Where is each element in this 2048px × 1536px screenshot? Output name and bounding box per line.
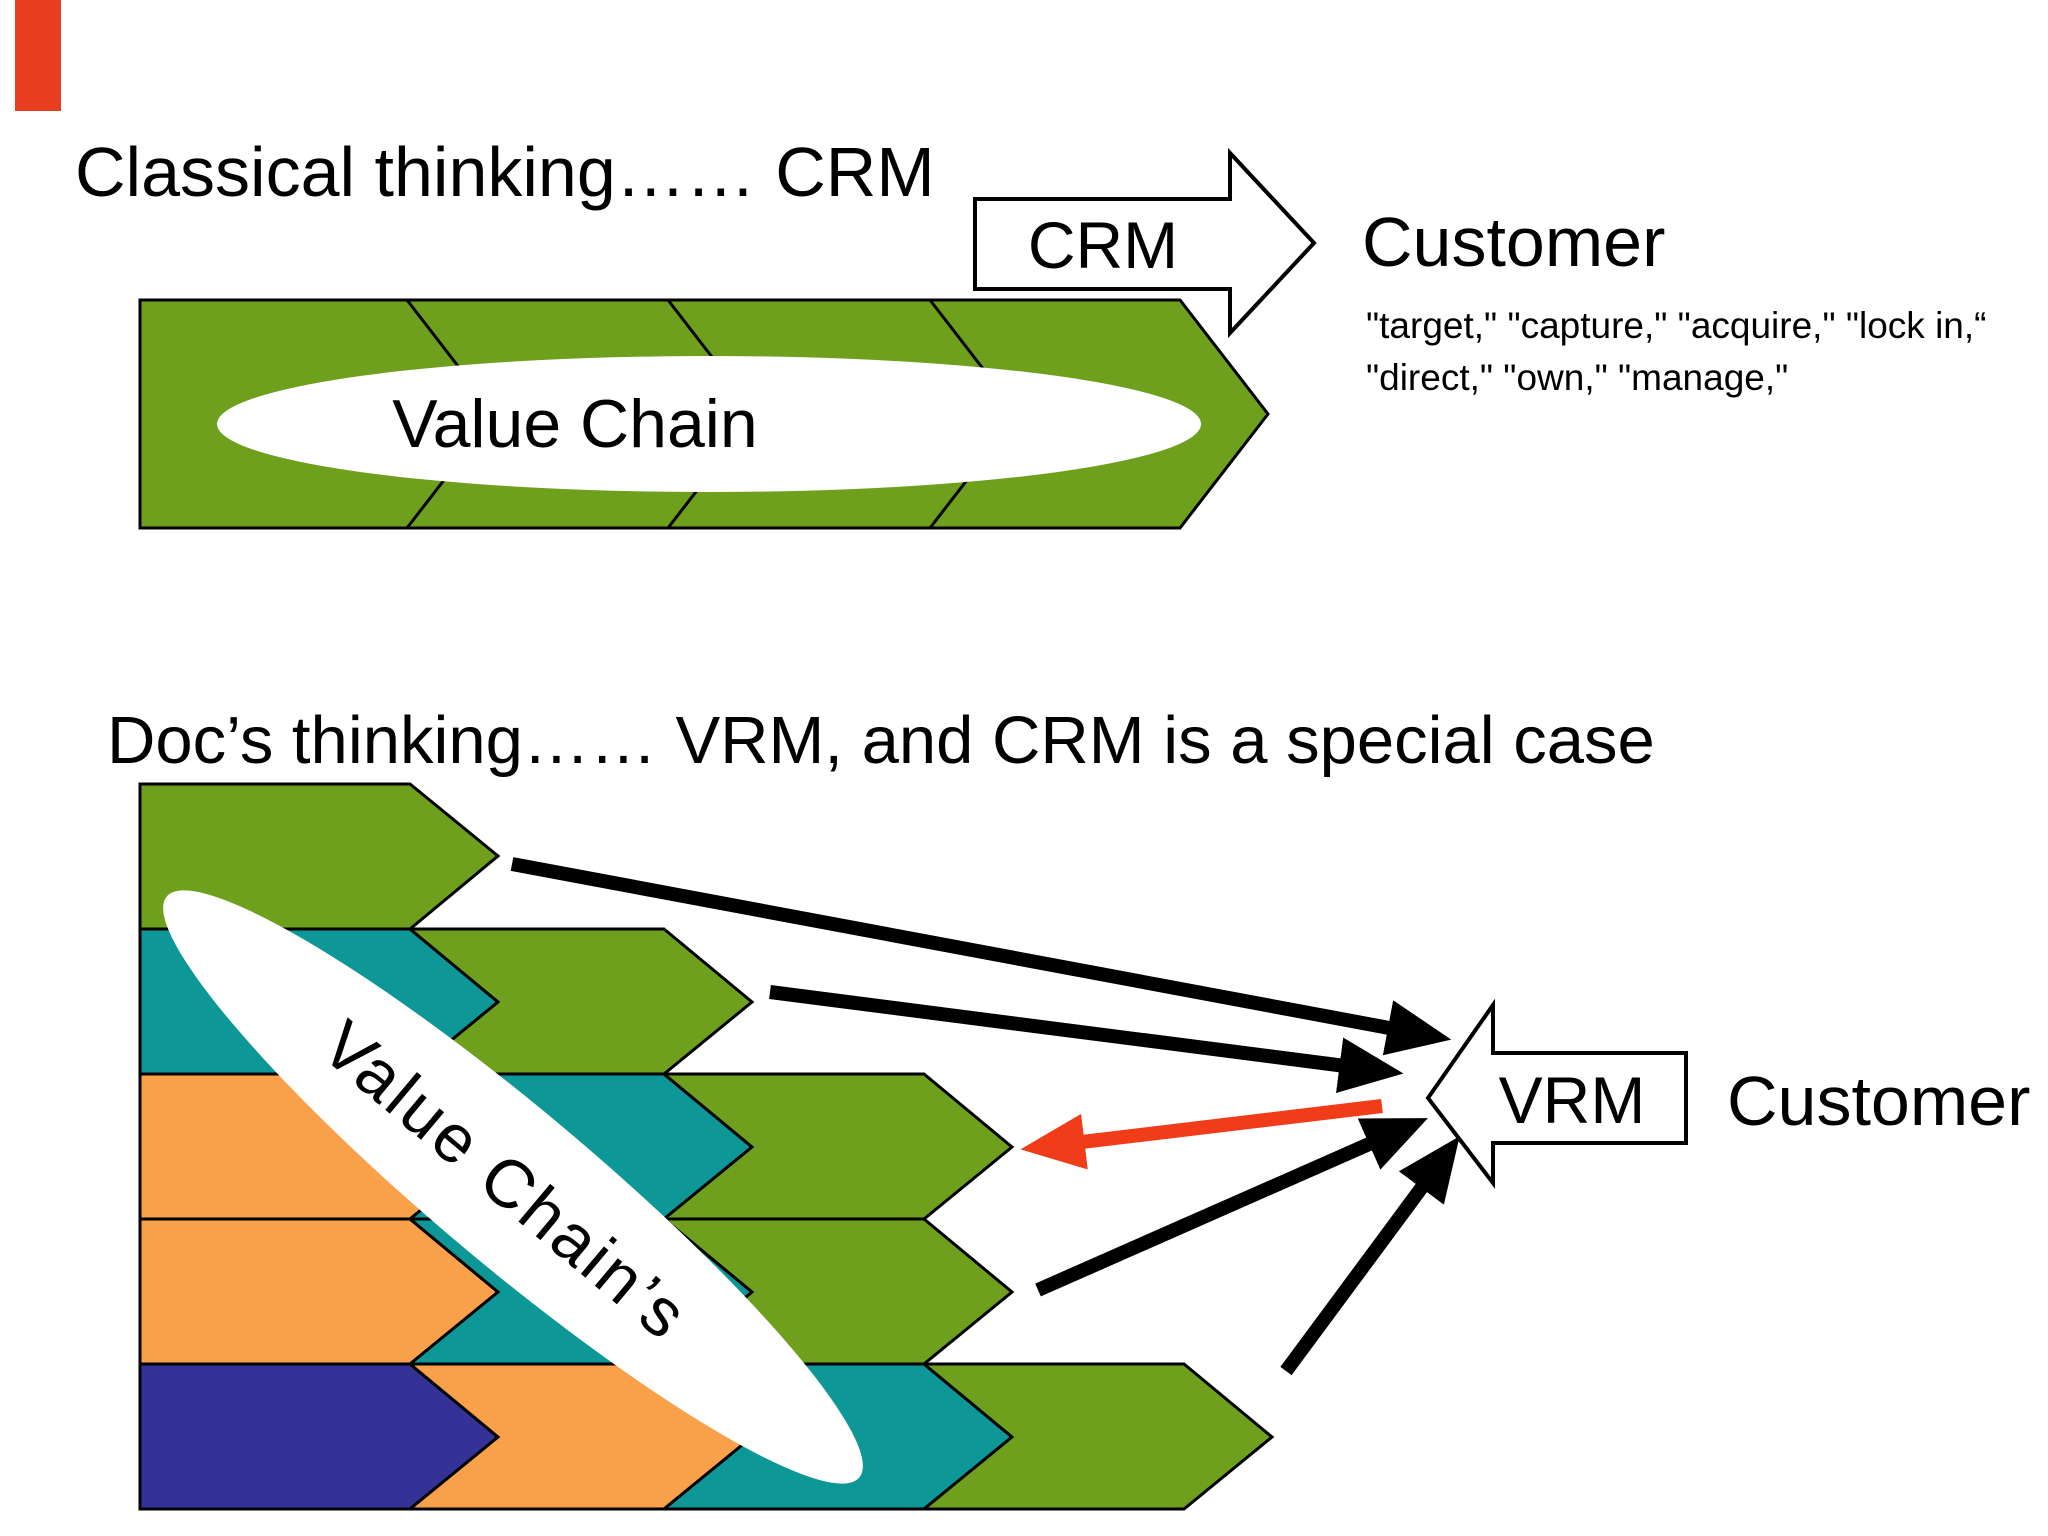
- red-corner-bar: [15, 0, 61, 111]
- crm-arrow-label: CRM: [1028, 208, 1178, 282]
- customer-label-top: Customer: [1362, 203, 1666, 281]
- chevron-row5-green: [919, 1362, 1275, 1511]
- crm-arrow: CRM: [973, 147, 1317, 339]
- crm-verbs-quotes: "target," "capture," "acquire," "lock in…: [1366, 300, 1986, 404]
- value-chains-ellipse: [163, 890, 863, 1484]
- crm-verbs-line-2: "direct," "own," "manage,": [1366, 356, 1789, 398]
- chevron-row1-green: [138, 782, 501, 931]
- vrm-arrow-label: VRM: [1499, 1063, 1646, 1137]
- vrm-arrow-shape: [1425, 998, 1688, 1189]
- customer-label-bottom: Customer: [1727, 1062, 2031, 1140]
- docs-thinking-title: Doc’s thinking…… VRM, and CRM is a speci…: [107, 703, 1655, 778]
- value-chain-ellipse: [217, 356, 1201, 492]
- flow-arrow-3: [1035, 1118, 1428, 1297]
- flow-arrow-1: [510, 857, 1452, 1056]
- vrm-flow-arrows: [510, 857, 1460, 1376]
- vrm-reachback-arrow: [1020, 1099, 1383, 1170]
- classical-value-chain-banner: Value Chain: [138, 298, 1270, 530]
- value-chain-label: Value Chain: [392, 386, 757, 462]
- vrm-arrow: VRM: [1425, 998, 1688, 1189]
- classical-thinking-title: Classical thinking…… CRM: [75, 133, 935, 211]
- crm-verbs-line-1: "target," "capture," "acquire," "lock in…: [1366, 305, 1987, 346]
- flow-arrow-4: [1280, 1136, 1460, 1376]
- value-chains-stack: [138, 782, 1275, 1511]
- flow-arrow-2: [769, 985, 1404, 1094]
- crm-arrow-shape: [973, 147, 1317, 339]
